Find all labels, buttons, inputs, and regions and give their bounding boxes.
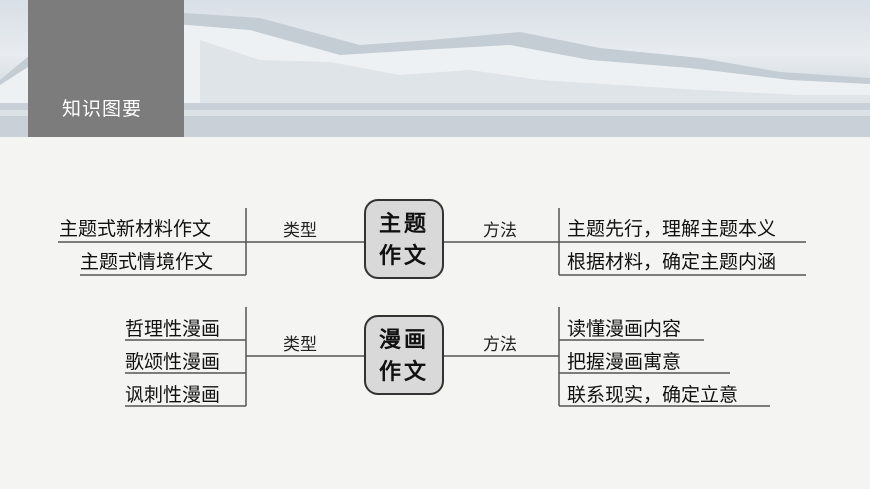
method-item: 把握漫画寓意 — [567, 351, 682, 373]
method-item: 主题先行，理解主题本义 — [567, 218, 777, 240]
type-item: 主题式新材料作文 — [59, 218, 212, 240]
method-label: 方法 — [483, 335, 517, 355]
node-line2: 作文 — [378, 359, 429, 385]
method-item: 读懂漫画内容 — [567, 318, 682, 340]
type-item: 歌颂性漫画 — [125, 351, 221, 373]
snowy-mountain-landscape — [0, 10, 870, 137]
type-item: 主题式情境作文 — [80, 251, 214, 273]
type-item: 讽刺性漫画 — [125, 384, 221, 406]
type-item: 哲理性漫画 — [125, 318, 221, 340]
group1-right-connector — [444, 208, 806, 276]
group2-right-connector — [444, 307, 770, 407]
node-line2: 作文 — [378, 243, 429, 269]
method-item: 联系现实，确定立意 — [567, 384, 739, 406]
node-line1: 主题 — [378, 211, 429, 237]
page-title: 知识图要 — [62, 98, 143, 120]
header-banner-image: 知识图要 — [0, 0, 870, 137]
type-label: 类型 — [283, 221, 317, 241]
type-label: 类型 — [283, 335, 317, 355]
method-item: 根据材料，确定主题内涵 — [567, 251, 777, 273]
content-area — [0, 137, 870, 489]
node-theme-essay: 主题 作文 — [364, 199, 444, 279]
title-box — [28, 0, 184, 137]
method-label: 方法 — [483, 221, 517, 241]
node-comic-essay: 漫画 作文 — [364, 315, 444, 395]
group2-left-connector — [125, 307, 364, 407]
group1-left-connector — [58, 208, 364, 276]
node-line1: 漫画 — [378, 327, 429, 353]
